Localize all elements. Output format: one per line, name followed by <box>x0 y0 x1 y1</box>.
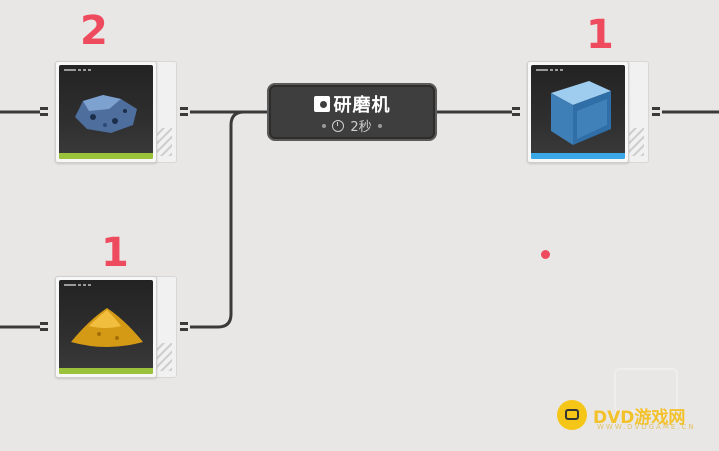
output-item-card-blue-cube[interactable] <box>527 61 649 163</box>
annotation-count: 1 <box>101 230 129 276</box>
decor-dot <box>377 123 382 128</box>
card-front <box>55 276 157 378</box>
machine-name: 研磨机 <box>333 95 391 116</box>
card-front <box>527 61 629 163</box>
annotation-count: 1 <box>586 12 614 58</box>
card-tag <box>64 284 91 286</box>
item-stripe <box>59 368 153 374</box>
blue-ore-icon <box>75 95 137 133</box>
grinder-icon <box>313 96 330 112</box>
yellow-powder-icon <box>71 308 143 347</box>
grinder-machine-node[interactable]: 研磨机 2秒 <box>267 83 437 141</box>
item-stripe <box>531 153 625 159</box>
item-preview <box>59 280 153 374</box>
item-stripe <box>59 153 153 159</box>
annotation-dot <box>541 250 550 259</box>
item-preview <box>531 65 625 159</box>
input-item-card-blue-ore[interactable] <box>55 61 177 163</box>
clock-icon <box>332 119 345 132</box>
gamepad-icon <box>557 400 587 430</box>
card-front <box>55 61 157 163</box>
card-tag <box>64 69 91 71</box>
item-preview <box>59 65 153 159</box>
card-tag <box>536 69 563 71</box>
site-logo: DVD游戏网 WWW.DVDGAME.CN <box>557 400 694 431</box>
logo-text: DVD游戏网 <box>593 407 686 428</box>
annotation-count: 2 <box>80 8 108 54</box>
logo-subtext: WWW.DVDGAME.CN <box>597 423 696 431</box>
process-time: 2秒 <box>350 120 372 135</box>
input-item-card-yellow-powder[interactable] <box>55 276 177 378</box>
decor-dot <box>322 123 327 128</box>
blue-crystal-cube-icon <box>551 81 611 145</box>
watermark-frame <box>614 368 678 412</box>
